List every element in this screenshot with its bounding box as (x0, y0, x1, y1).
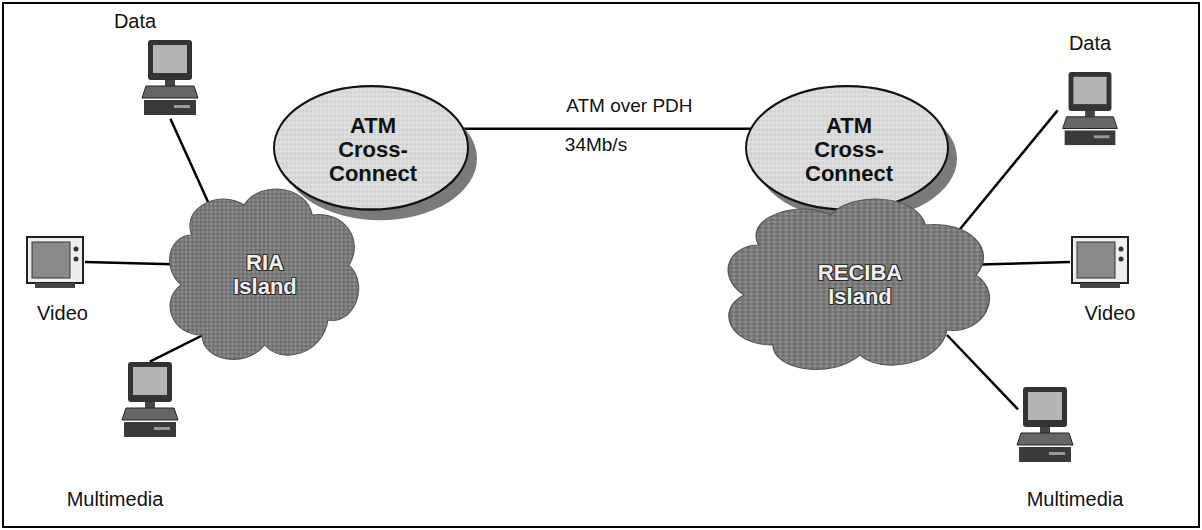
computer-base (124, 422, 176, 437)
computer-terminal: Multimedia (55, 350, 185, 515)
computer-base (1019, 447, 1071, 462)
computer-base (144, 100, 196, 115)
monitor-neck (165, 80, 175, 86)
island-name: RIA Island (225, 251, 305, 299)
disk-slot (174, 105, 190, 108)
computer-icon (140, 38, 200, 118)
monitor-neck (145, 402, 155, 408)
device-label: Multimedia (1010, 488, 1140, 511)
cloud-shape (170, 189, 359, 359)
keyboard (142, 86, 198, 98)
monitor-icon (25, 235, 85, 290)
disk-slot (154, 427, 170, 430)
monitor-case (128, 362, 172, 402)
ellipse-shape (274, 86, 468, 209)
keyboard (122, 408, 178, 420)
keyboard (1017, 433, 1073, 445)
tv-screen (1077, 242, 1115, 278)
shape-text-box: ATM Cross-Connect (323, 114, 423, 187)
link-line (947, 110, 1058, 245)
island-cloud: RECIBA Island (715, 185, 1005, 385)
computer-terminal: Data (1040, 30, 1150, 150)
keyboard (1063, 117, 1118, 129)
tv-stand (1080, 283, 1120, 288)
monitor-case (1069, 72, 1112, 111)
frame-rect (3, 3, 1199, 527)
tv-stand (35, 283, 75, 288)
monitor-case (148, 40, 192, 80)
disk-slot (1049, 452, 1065, 455)
cross-connect-name: ATM Cross-Connect (323, 114, 423, 187)
link-rate-label: 34Mb/s (548, 134, 644, 156)
computer-base (1065, 130, 1116, 145)
device-label: Video (15, 302, 110, 325)
link-line (457, 127, 762, 130)
computer-terminal: Data (100, 10, 210, 122)
video-terminal: Video (15, 230, 115, 330)
computer-icon (1015, 385, 1075, 465)
cloud-shape (728, 199, 989, 369)
island-name: RECIBA Island (813, 261, 908, 309)
video-terminal: Video (1055, 230, 1155, 330)
device-label: Data (1040, 32, 1140, 55)
monitor-screen (1073, 77, 1106, 104)
disk-slot (1094, 135, 1110, 138)
link-line (947, 335, 1018, 409)
tv-knob (1119, 247, 1124, 252)
computer-icon (1060, 70, 1120, 148)
shape-text-box: RECIBA Island (813, 261, 908, 309)
tv-case (1072, 237, 1128, 283)
monitor-screen (153, 45, 187, 73)
monitor-screen (1028, 392, 1062, 420)
tv-knob (74, 257, 79, 262)
computer-terminal: Multimedia (1000, 380, 1150, 520)
cross-connect-ellipse: ATM Cross-Connect (740, 79, 958, 221)
ellipse-shape (746, 86, 948, 209)
tv-screen (32, 242, 70, 278)
monitor-neck (1040, 427, 1050, 433)
device-label: Multimedia (55, 488, 175, 511)
shape-text-box: ATM Cross-Connect (799, 114, 899, 187)
cross-connect-name: ATM Cross-Connect (799, 114, 899, 187)
monitor-case (1023, 387, 1067, 427)
tv-knob (1119, 257, 1124, 262)
link-label: ATM over PDH (563, 95, 695, 117)
monitor-screen (133, 367, 167, 395)
device-label: Data (100, 10, 170, 33)
computer-icon (120, 360, 180, 440)
monitor-icon (1070, 235, 1130, 290)
device-label: Video (1060, 302, 1160, 325)
tv-knob (74, 247, 79, 252)
monitor-neck (1085, 111, 1095, 117)
cross-connect-ellipse: ATM Cross-Connect (268, 79, 478, 221)
shape-text-box: RIA Island (225, 251, 305, 299)
tv-case (27, 237, 83, 283)
